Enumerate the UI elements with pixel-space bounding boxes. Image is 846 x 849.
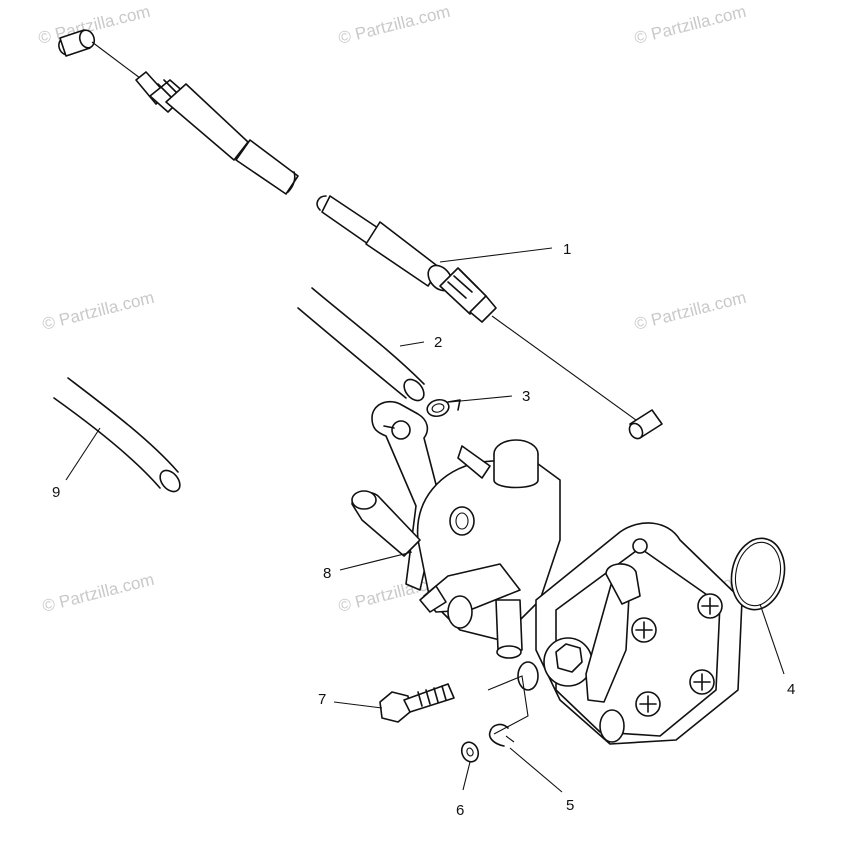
watermark-mid-left: © Partzilla.com: [40, 288, 156, 334]
callout-5: 5: [566, 797, 574, 814]
o-ring-part-4: [730, 537, 786, 611]
snap-ring-part-5: [488, 723, 515, 747]
callout-3: 3: [522, 388, 530, 405]
callout-8: 8: [323, 565, 331, 582]
callout-7: 7: [318, 691, 326, 708]
callout-6: 6: [456, 802, 464, 819]
bolt-part-7: [379, 683, 455, 723]
callout-4: 4: [787, 681, 795, 698]
callout-9: 9: [52, 484, 60, 501]
assembly-indicator-line: [487, 675, 529, 735]
oil-pump-body: [351, 439, 561, 659]
cable-lower-segment: [316, 195, 663, 440]
leader-lines: [65, 247, 785, 793]
callout-1: 1: [563, 241, 571, 258]
watermark-top-right: © Partzilla.com: [632, 2, 748, 48]
hose-part-2: [297, 287, 425, 402]
watermark-mid-right: © Partzilla.com: [632, 288, 748, 334]
watermark-low-left: © Partzilla.com: [40, 570, 156, 616]
washer-part-6: [460, 741, 480, 763]
hose-part-9: [53, 377, 181, 493]
clamp-part-3: [426, 398, 461, 418]
cable-upper-segment: [58, 29, 299, 195]
watermark-top-center: © Partzilla.com: [336, 2, 452, 48]
callouts: 1 2 3 4 5 6 7 8 9: [52, 241, 795, 819]
callout-2: 2: [434, 334, 442, 351]
pump-head: [517, 522, 743, 745]
